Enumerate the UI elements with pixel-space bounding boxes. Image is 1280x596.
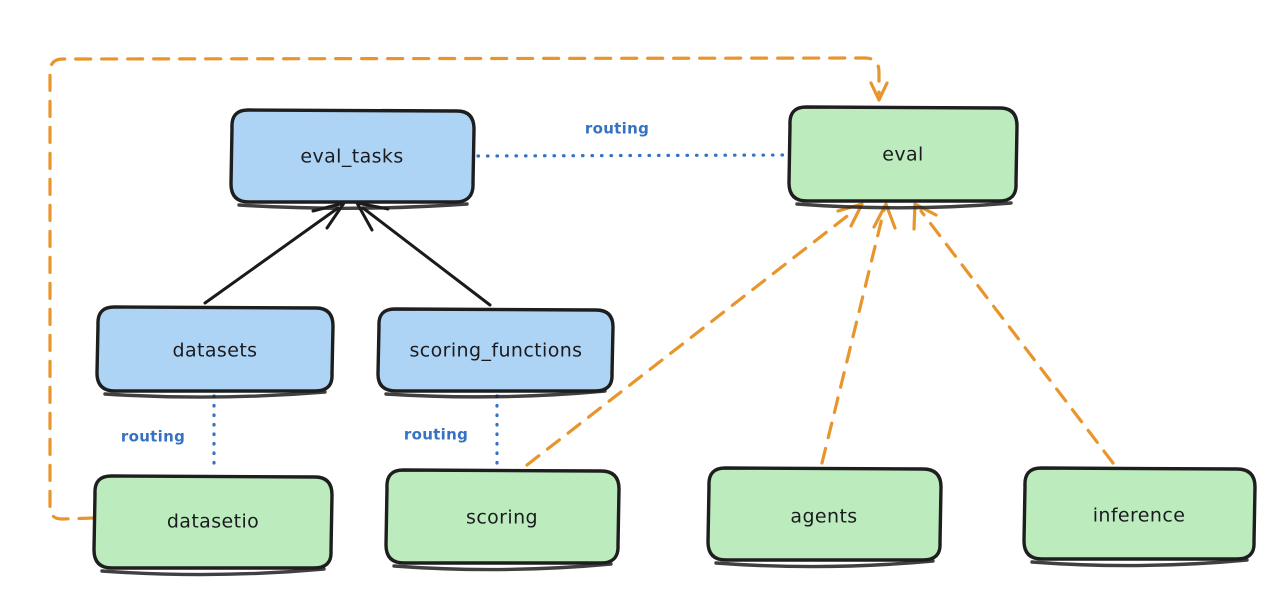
edge-inference-eval[interactable] (912, 202, 1115, 465)
node-scoring-functions[interactable]: scoring_functions (376, 307, 615, 399)
node-label-inference: inference (1093, 505, 1186, 527)
edge-datasetio-eval[interactable] (48, 56, 889, 521)
node-datasetio[interactable]: datasetio (92, 474, 334, 577)
edge-datasets-evaltasks[interactable] (203, 201, 346, 305)
node-label-agents: agents (790, 506, 857, 528)
routing-labels: routing routing routing (121, 120, 649, 446)
edge-evaltasks-eval[interactable] (476, 153, 788, 158)
node-scoring[interactable]: scoring (384, 468, 621, 572)
dependency-edges (48, 56, 1115, 521)
node-label-datasetio: datasetio (167, 511, 259, 533)
node-eval[interactable]: eval (787, 105, 1019, 210)
edge-label-routing-scoringfunctions-scoring: routing (404, 426, 468, 444)
edge-label-routing-datasets-datasetio: routing (121, 428, 185, 446)
node-eval-tasks[interactable]: eval_tasks (229, 108, 476, 210)
node-label-eval: eval (882, 144, 923, 166)
node-datasets[interactable]: datasets (95, 305, 335, 399)
node-label-eval-tasks: eval_tasks (300, 146, 403, 168)
edge-scoring-eval[interactable] (525, 202, 864, 467)
edge-scoringfunctions-evaltasks[interactable] (355, 201, 492, 307)
routing-edges (212, 153, 788, 474)
node-label-scoring: scoring (466, 507, 538, 529)
solid-edges (203, 201, 492, 307)
node-label-scoring-functions: scoring_functions (410, 340, 583, 362)
node-agents[interactable]: agents (706, 466, 943, 569)
edge-agents-eval[interactable] (820, 202, 897, 465)
edge-label-routing-evaltasks-eval: routing (585, 120, 649, 138)
node-label-datasets: datasets (173, 340, 258, 362)
node-inference[interactable]: inference (1022, 466, 1257, 568)
